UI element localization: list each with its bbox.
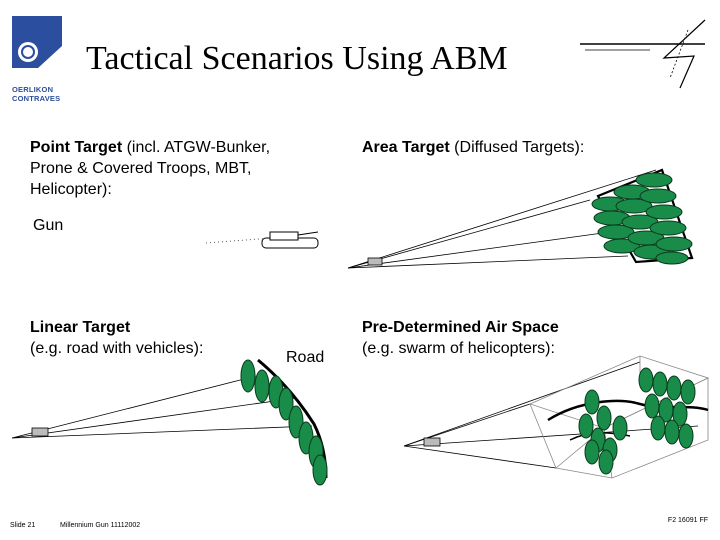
air-space-box — [528, 355, 710, 479]
air-space-diagram — [403, 355, 710, 479]
point-target-desc-2: Prone & Covered Troops, MBT, — [30, 160, 252, 177]
point-target-desc: (incl. ATGW-Bunker, — [122, 139, 271, 156]
area-target-heading: Area Target — [362, 139, 450, 156]
road-label: Road — [286, 349, 325, 366]
area-target-label: Area Target (Diffused Targets): — [362, 137, 584, 158]
logo-emblem-icon — [12, 16, 62, 68]
reference-code: F2 16091 FF — [667, 517, 708, 524]
linear-target-diagram — [11, 358, 328, 486]
point-target-heading: Point Target — [30, 139, 123, 156]
tank-target-icon — [205, 231, 319, 249]
area-target-desc: (Diffused Targets): — [449, 139, 585, 156]
target-cluster — [591, 172, 693, 265]
air-space-heading: Pre-Determined Air Space — [362, 319, 559, 336]
gun-icon — [367, 257, 383, 266]
logo-line1: OERLIKON — [12, 85, 54, 94]
corner-mark-icon — [580, 19, 706, 89]
road-line — [257, 358, 328, 479]
linear-target-desc: (e.g. road with vehicles): — [30, 340, 204, 357]
linear-target-heading: Linear Target — [30, 319, 131, 336]
helicopter-swarm — [578, 367, 696, 475]
slide-number: Slide 21 — [10, 522, 36, 529]
gun-icon — [31, 427, 49, 437]
linear-target-label: Linear Target (e.g. road with vehicles): — [30, 317, 203, 359]
gun-label: Gun — [33, 217, 64, 234]
event-name: Millennium Gun 11112002 — [60, 522, 141, 529]
target-vehicles — [240, 359, 328, 486]
air-space-label: Pre-Determined Air Space (e.g. swarm of … — [362, 317, 559, 359]
area-target-diagram — [347, 168, 694, 269]
point-target-label: Point Target (incl. ATGW-Bunker, Prone &… — [30, 137, 270, 200]
point-target-desc-3: Helicopter): — [30, 181, 112, 198]
page-title: Tactical Scenarios Using ABM — [86, 40, 508, 77]
gun-icon — [423, 437, 441, 447]
company-logo: OERLIKON CONTRAVES — [10, 16, 64, 106]
air-space-desc: (e.g. swarm of helicopters): — [362, 340, 555, 357]
logo-line2: CONTRAVES — [12, 94, 61, 103]
